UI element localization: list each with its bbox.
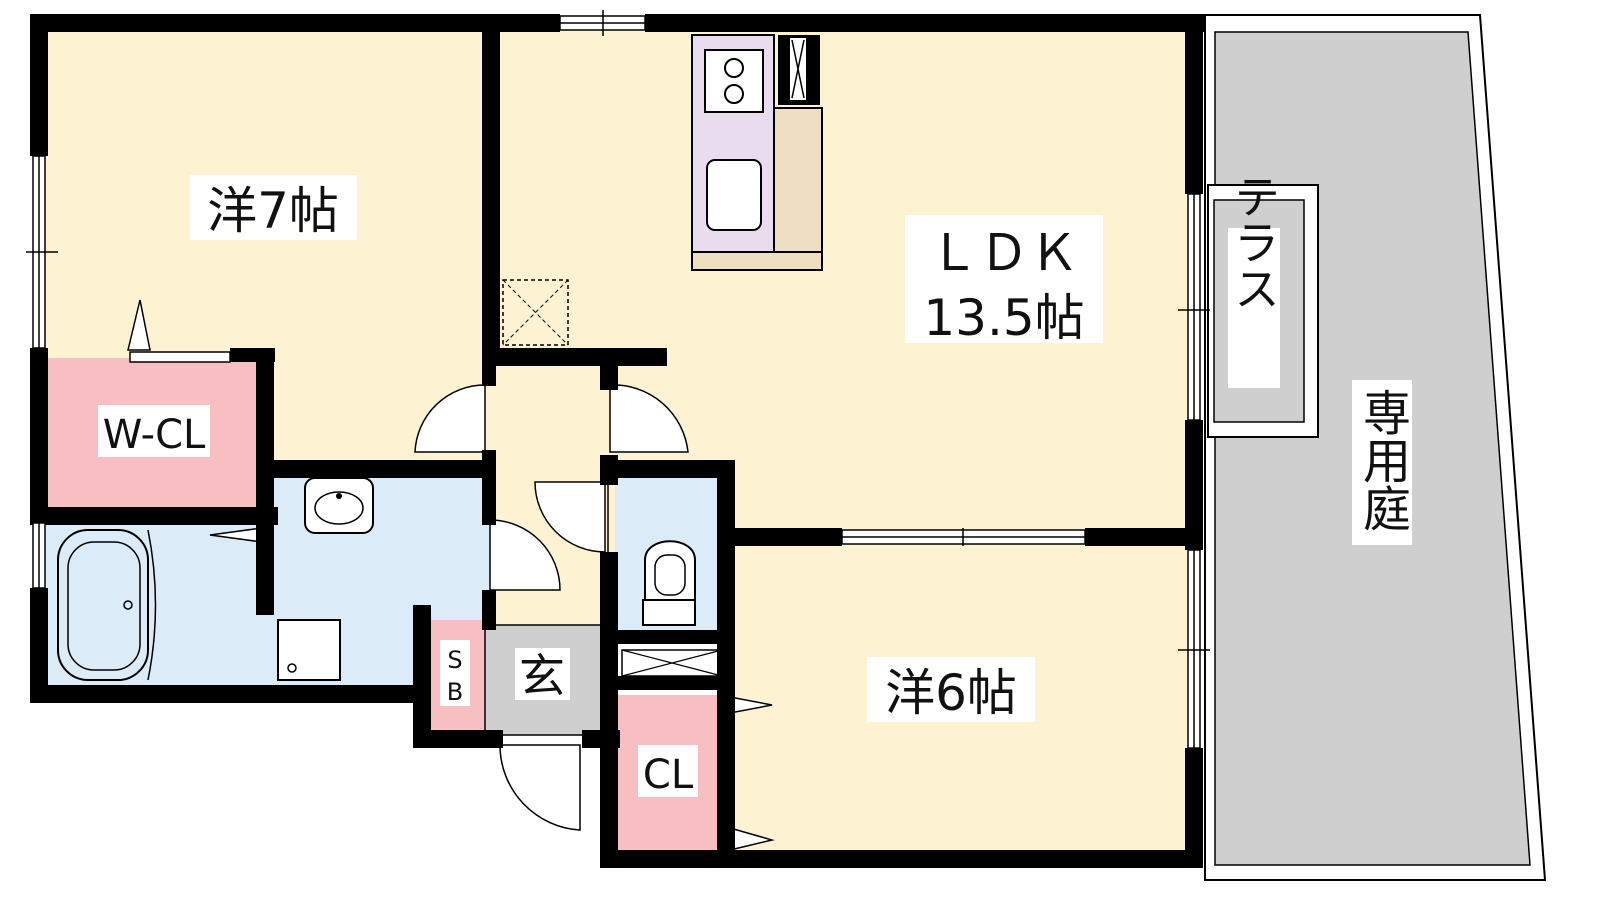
label-bg	[867, 657, 1035, 722]
sb-label-top: S	[447, 646, 462, 674]
duct-box	[502, 279, 569, 346]
door-swing	[489, 519, 561, 591]
duct-cross	[502, 279, 569, 346]
label-bg	[905, 215, 1103, 343]
garden-label: 専用庭	[1354, 388, 1410, 532]
label-bg	[638, 745, 698, 797]
toilet-seat	[654, 554, 686, 596]
cl-label: CL	[643, 752, 694, 798]
label-bg	[98, 405, 210, 457]
bathtub-icon	[57, 529, 149, 681]
entrance-label: 玄	[519, 649, 565, 703]
kitchen-base	[691, 251, 823, 271]
window-sashes	[26, 10, 1210, 850]
closet-door-marker	[127, 299, 151, 351]
toilet-icon	[644, 540, 696, 601]
door-swing	[534, 481, 606, 553]
burner-icon	[724, 84, 744, 104]
label-bg	[1352, 380, 1412, 545]
basin-bowl	[314, 491, 364, 525]
toilet-tank	[642, 599, 696, 626]
entrance-door-swing	[499, 744, 581, 831]
stove-panel	[704, 49, 764, 113]
ldk-label-line2: 13.5帖	[923, 289, 1084, 347]
label-bg	[190, 175, 357, 240]
western-room-6-label: 洋6帖	[885, 664, 1017, 722]
bath-wall-line	[147, 529, 157, 681]
wcl-label: W-CL	[103, 412, 206, 458]
terrace-label: テラス	[1227, 173, 1281, 311]
storage-cross	[621, 649, 723, 677]
western-room-7-label: 洋7帖	[207, 182, 339, 240]
walls	[30, 14, 1205, 868]
faucet-icon	[336, 493, 342, 499]
washer-pan-icon	[277, 619, 341, 681]
label-bg	[1228, 228, 1280, 388]
sb-label-bottom: B	[447, 678, 463, 706]
burner-icon	[724, 58, 744, 78]
label-bg	[440, 640, 470, 706]
sink-icon	[706, 159, 762, 231]
drain-icon	[123, 600, 133, 610]
kitchen-back-counter	[773, 107, 823, 271]
fridge-cross	[791, 39, 805, 99]
bathtub-inner	[67, 541, 141, 671]
ldk-label-line1: ＬＤＫ	[929, 224, 1079, 282]
label-bg	[515, 648, 570, 700]
door-swing	[609, 384, 689, 453]
washer-drain-icon	[287, 663, 297, 673]
